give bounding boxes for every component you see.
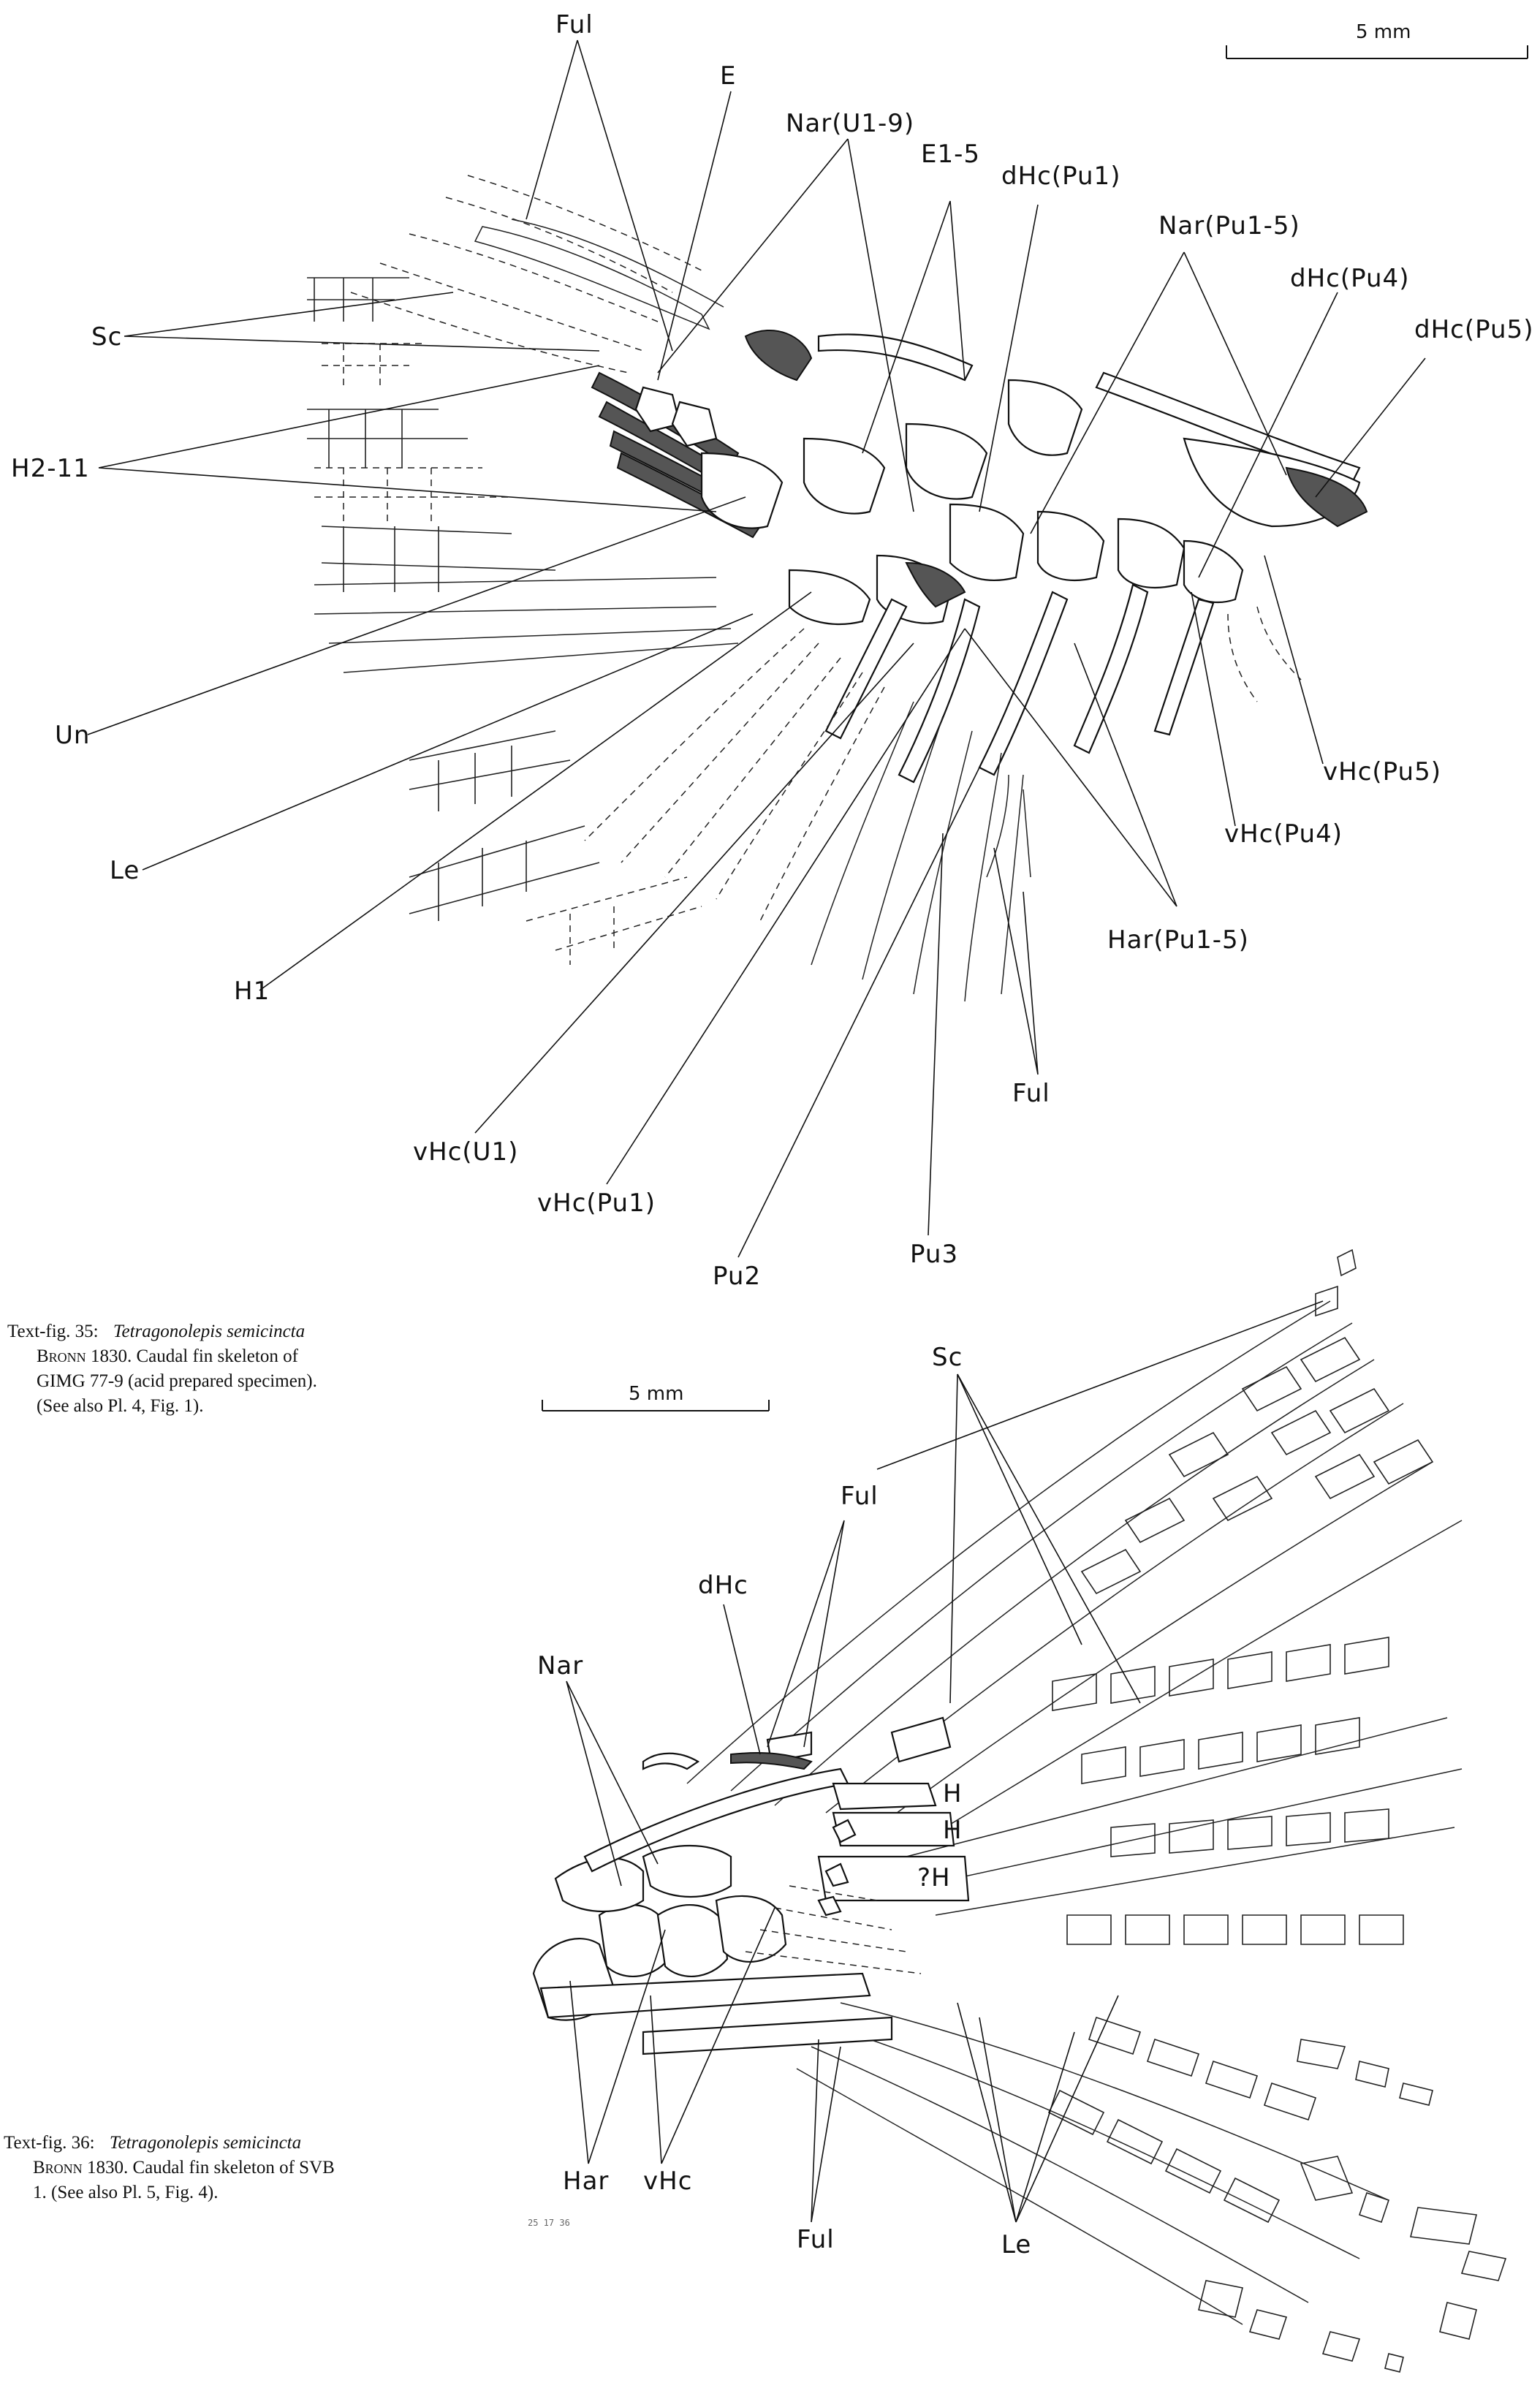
label-un: Un <box>55 721 90 750</box>
label-ful-top: Ful <box>555 10 593 39</box>
caption-fig35-prefix: Text-fig. 35: <box>7 1322 99 1341</box>
caption-fig36-line1: Text-fig. 36: Tetragonolepis semicincta <box>4 2131 471 2156</box>
label-h-a: H <box>943 1779 963 1808</box>
label-h1: H1 <box>234 977 270 1006</box>
caption-fig35-line3: GIMG 77-9 (acid prepared specimen). <box>7 1369 471 1394</box>
fig36-leader-lines <box>566 1300 1324 2223</box>
label-sc: Sc <box>91 322 122 352</box>
caption-fig35-author: Bronn <box>37 1346 86 1366</box>
caption-fig35-text1: 1830. Caudal fin skeleton of <box>90 1346 298 1366</box>
label-har-36: Har <box>563 2167 609 2196</box>
label-pu3: Pu3 <box>910 1240 958 1269</box>
label-ful-bottom: Ful <box>1012 1079 1050 1108</box>
fig35-labels: Ful E Nar(U1-9) E1-5 dHc(Pu1) Nar(Pu1-5)… <box>11 10 1533 1291</box>
fig35-vertebral-column <box>634 330 1368 626</box>
caption-fig36-text2: 1. (See also Pl. 5, Fig. 4). <box>33 2183 219 2202</box>
label-vhc-pu1: vHc(Pu1) <box>537 1189 656 1218</box>
caption-fig35-line1: Text-fig. 35: Tetragonolepis semicincta <box>7 1319 471 1344</box>
fig36-scale-label: 5 mm <box>629 1383 683 1405</box>
label-nar-u: Nar(U1-9) <box>786 109 914 138</box>
label-ful-bottom-36: Ful <box>797 2225 835 2254</box>
fig36-upper-lobe <box>686 1248 1463 1843</box>
fig36-lower-lobe <box>796 2002 1507 2373</box>
label-dhc-36: dHc <box>698 1571 748 1600</box>
label-vhc-36: vHc <box>643 2167 692 2196</box>
caption-fig36-prefix: Text-fig. 36: <box>4 2133 95 2153</box>
caption-fig36-line2: Bronn 1830. Caudal fin skeleton of SVB <box>4 2156 471 2180</box>
fig36-middle-rays <box>906 1637 1463 1945</box>
label-nar-pu: Nar(Pu1-5) <box>1158 211 1300 240</box>
fig35-ventral-rays <box>409 628 1031 1002</box>
label-pu2: Pu2 <box>713 1262 761 1291</box>
stamp: 25 17 36 <box>528 2218 570 2228</box>
caption-fig35: Text-fig. 35: Tetragonolepis semicincta … <box>7 1319 471 1419</box>
label-dhc-pu5: dHc(Pu5) <box>1414 315 1533 344</box>
label-sc-36: Sc <box>932 1343 963 1372</box>
label-e1-5: E1-5 <box>921 140 980 169</box>
fig35-drawing: 5 mm <box>11 10 1533 1291</box>
caption-fig35-line2: Bronn 1830. Caudal fin skeleton of <box>7 1344 471 1369</box>
caption-fig35-text2: GIMG 77-9 (acid prepared specimen). <box>37 1371 317 1391</box>
fig36-labels: Sc Ful dHc Nar H H ?H Har vHc Ful Le 25 … <box>528 1343 1031 2259</box>
fig35-dorsal-rays <box>350 175 724 374</box>
fig35-leader-lines <box>87 39 1426 1258</box>
caption-fig36-text1: 1830. Caudal fin skeleton of SVB <box>86 2158 335 2178</box>
label-h2-11: H2-11 <box>11 454 90 483</box>
label-dhc-pu4: dHc(Pu4) <box>1290 264 1409 293</box>
fig35-upper-segments <box>307 277 739 673</box>
fig36-drawing: 5 mm <box>528 1248 1507 2373</box>
label-ful-top-36: Ful <box>841 1482 879 1511</box>
label-qh: ?H <box>917 1863 951 1892</box>
caption-fig36-author: Bronn <box>33 2158 83 2178</box>
caption-fig35-text3: (See also Pl. 4, Fig. 1). <box>37 1396 204 1416</box>
label-h-b: H <box>943 1816 963 1845</box>
fig35-scale-label: 5 mm <box>1356 21 1411 43</box>
label-nar-36: Nar <box>537 1651 583 1680</box>
caption-fig35-line4: (See also Pl. 4, Fig. 1). <box>7 1394 471 1419</box>
caption-fig36: Text-fig. 36: Tetragonolepis semicincta … <box>4 2131 471 2205</box>
caption-fig36-species: Tetragonolepis semicincta <box>109 2133 302 2153</box>
caption-fig36-line3: 1. (See also Pl. 5, Fig. 4). <box>4 2180 471 2205</box>
fig35-scale-bar: 5 mm <box>1226 21 1528 59</box>
label-vhc-pu5: vHc(Pu5) <box>1323 757 1441 787</box>
fig36-axial-skeleton <box>532 1716 970 2055</box>
label-vhc-u1: vHc(U1) <box>413 1137 518 1167</box>
label-vhc-pu4: vHc(Pu4) <box>1224 819 1343 849</box>
label-le-36: Le <box>1001 2230 1031 2259</box>
fig35-haemal-spines <box>824 561 1302 784</box>
label-dhc-pu1: dHc(Pu1) <box>1001 162 1120 191</box>
label-e: E <box>720 61 736 91</box>
caption-fig35-species: Tetragonolepis semicincta <box>113 1322 306 1341</box>
label-le: Le <box>110 856 140 885</box>
label-har-pu: Har(Pu1-5) <box>1107 925 1249 955</box>
fig36-scale-bar: 5 mm <box>542 1383 770 1411</box>
